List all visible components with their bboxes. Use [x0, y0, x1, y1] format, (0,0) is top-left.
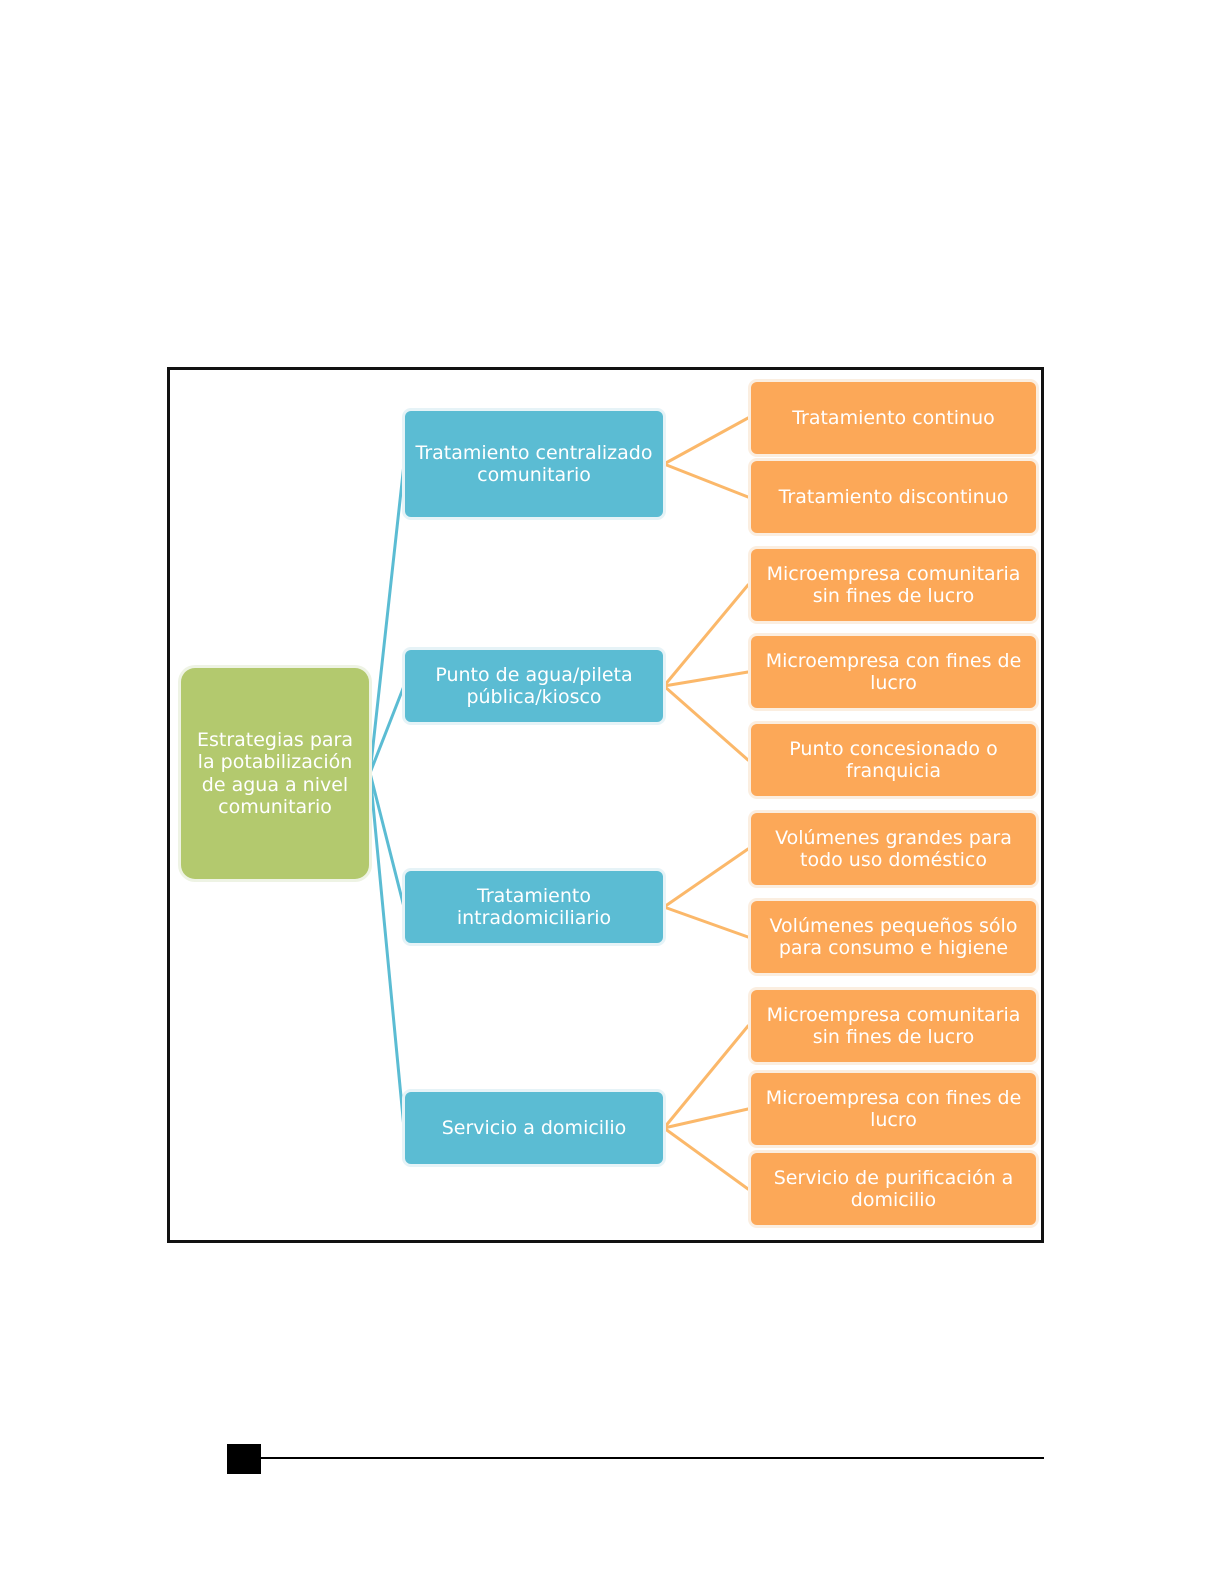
- category-node-centralizado: Tratamiento centralizado comunitario: [405, 411, 663, 517]
- category-node-servicio-domicilio: Servicio a domicilio: [405, 1092, 663, 1164]
- leaf-node: Microempresa con fines de lucro: [751, 1073, 1036, 1145]
- leaf-node: Volúmenes grandes para todo uso doméstic…: [751, 813, 1036, 885]
- leaf-node: Tratamiento continuo: [751, 382, 1036, 454]
- category-node-intradomiciliario: Tratamiento intradomiciliario: [405, 871, 663, 943]
- leaf-node: Microempresa comunitaria sin fines de lu…: [751, 549, 1036, 621]
- category-node-punto-de-agua: Punto de agua/pileta pública/kiosco: [405, 650, 663, 722]
- footer-rule: [261, 1457, 1044, 1459]
- leaf-node: Tratamiento discontinuo: [751, 461, 1036, 533]
- leaf-node: Microempresa comunitaria sin fines de lu…: [751, 990, 1036, 1062]
- root-node: Estrategias para la potabilización de ag…: [181, 668, 369, 879]
- leaf-node: Servicio de purificación a domicilio: [751, 1153, 1036, 1225]
- footer-page-marker: [227, 1444, 261, 1474]
- leaf-node: Microempresa con fines de lucro: [751, 636, 1036, 708]
- leaf-node: Punto concesionado o franquicia: [751, 724, 1036, 796]
- leaf-node: Volúmenes pequeños sólo para consumo e h…: [751, 901, 1036, 973]
